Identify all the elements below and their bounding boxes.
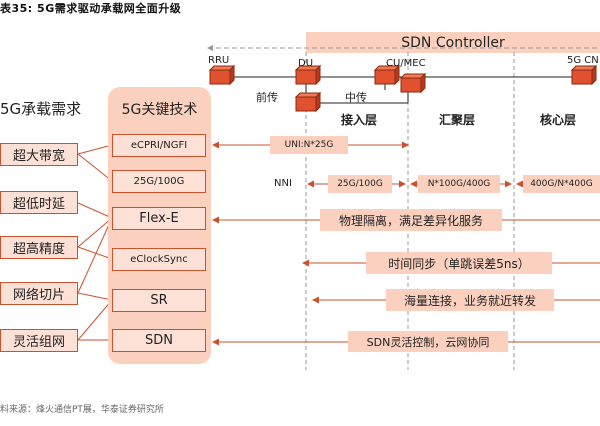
core-label: 5G CN [567, 55, 599, 66]
rru-node-icon [208, 64, 236, 86]
du-node-icon [294, 64, 322, 86]
midhaul-label: 中传 [345, 91, 367, 104]
nni-aggregation-pill: N*100G/400G [418, 175, 500, 193]
rru-label: RRU [208, 55, 230, 66]
du-node2-icon [294, 91, 322, 113]
source-note: 料来源：烽火通信PT展，华泰证券研究所 [0, 405, 164, 415]
core-node-icon [570, 64, 598, 86]
du-label: DU [298, 58, 314, 69]
requirement-latency: 超低时延 [0, 191, 78, 214]
tech-sdn: SDN [112, 329, 206, 352]
requirement-slicing: 网络切片 [0, 282, 78, 305]
sr-pill: 海量连接，业务就近转发 [386, 289, 554, 311]
tech-eclocksync: eClockSync [112, 248, 206, 271]
tech-25g-100g: 25G/100G [112, 170, 206, 193]
requirement-flexible-networking: 灵活组网 [0, 329, 78, 352]
requirement-precision: 超高精度 [0, 236, 78, 259]
access-layer-header: 接入层 [341, 113, 378, 127]
nni-access-pill: 25G/100G [328, 175, 392, 193]
cu-node-icon [373, 64, 401, 86]
sdn-pill: SDN灵活控制，云网协同 [348, 331, 508, 352]
clock-pill: 时间同步（单跳误差5ns） [366, 252, 552, 274]
cu-mec-label: CU/MEC [386, 58, 426, 69]
requirement-bandwidth: 超大带宽 [0, 143, 78, 166]
nni-core-pill: 400G/N*400G [523, 175, 600, 193]
mec-node-icon [399, 72, 427, 94]
tech-sr: SR [112, 289, 206, 312]
tech-flexe: Flex-E [112, 207, 206, 230]
nni-label: NNI [274, 178, 292, 189]
fronthaul-label: 前传 [256, 91, 278, 104]
mapping-lines [77, 144, 113, 341]
technologies-title: 5G关键技术 [121, 102, 198, 118]
requirements-title: 5G承载需求 [0, 100, 82, 118]
tech-ecpri: eCPRI/NGFI [112, 134, 206, 157]
core-layer-header: 核心层 [540, 113, 577, 127]
uni-pill: UNI:N*25G [270, 136, 348, 154]
flexe-pill: 物理隔离，满足差异化服务 [320, 209, 502, 231]
aggregation-layer-header: 汇聚层 [439, 113, 476, 127]
figure-caption: 表35: 5G需求驱动承载网全面升级 [0, 2, 182, 15]
